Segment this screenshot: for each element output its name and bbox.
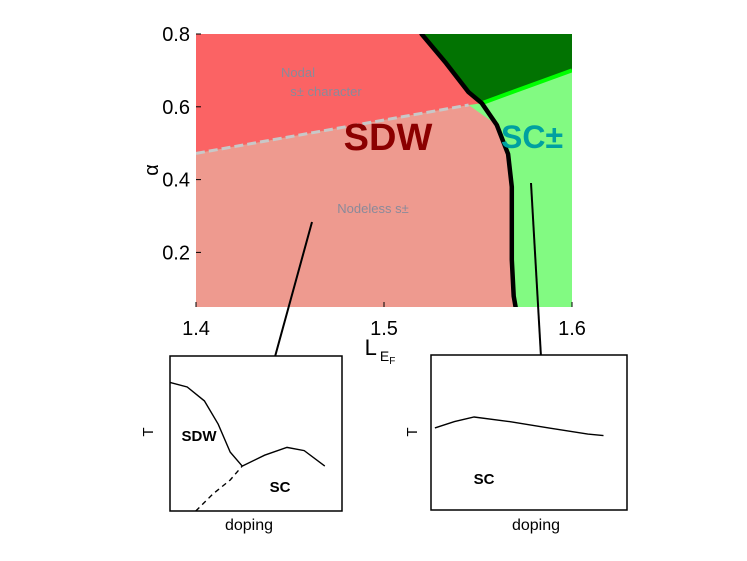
sdw-sc-boundary-line	[419, 34, 518, 307]
x-tick-label: 1.4	[182, 318, 210, 340]
nodal-label-line1: Nodal	[281, 65, 315, 80]
inset-right-sc: T doping SC	[404, 354, 628, 534]
sc-region-label: SC±	[501, 119, 563, 155]
inset-left-x-label: doping	[225, 517, 273, 534]
dark-green-region	[421, 34, 572, 104]
y-tick-label: 0.4	[162, 170, 190, 192]
nodal-nodeless-crossover-line	[196, 103, 469, 155]
y-tick-label: 0.2	[162, 242, 190, 264]
inset-right-sc-label: SC	[474, 471, 495, 488]
inset-left-sdw-label: SDW	[182, 428, 218, 445]
y-tick-label: 0.6	[162, 97, 190, 119]
x-axis-label-subscript: E	[380, 348, 389, 364]
bright-green-line	[481, 68, 572, 106]
inset-left-curve-1	[169, 381, 243, 467]
inset-right-frame	[430, 354, 628, 511]
inset-right-x-label: doping	[512, 517, 560, 534]
y-axis-label: α	[141, 164, 163, 176]
nodeless-region	[196, 105, 516, 307]
inset-left-sdw-sc: T doping SDW SC	[140, 355, 343, 534]
sdw-region-label: SDW	[344, 117, 433, 159]
x-tick-label: 1.6	[558, 318, 586, 340]
inset-left-sc-label: SC	[270, 479, 291, 496]
inset-left-frame	[169, 355, 343, 512]
inset-left-curve-2	[241, 446, 326, 467]
y-tick-label: 0.8	[162, 24, 190, 46]
x-axis-label-subsubscript: F	[389, 356, 395, 367]
nodal-label-line2: s± character	[290, 84, 362, 99]
x-tick-label: 1.5	[370, 318, 398, 340]
nodal-region	[196, 34, 482, 154]
inset-left-curve-3	[195, 465, 243, 512]
nodeless-label: Nodeless s±	[337, 201, 408, 216]
x-axis-label-main: L	[365, 335, 377, 360]
inset-right-y-label: T	[404, 427, 421, 436]
inset-right-curve-1	[434, 416, 604, 437]
inset-left-y-label: T	[140, 427, 157, 436]
